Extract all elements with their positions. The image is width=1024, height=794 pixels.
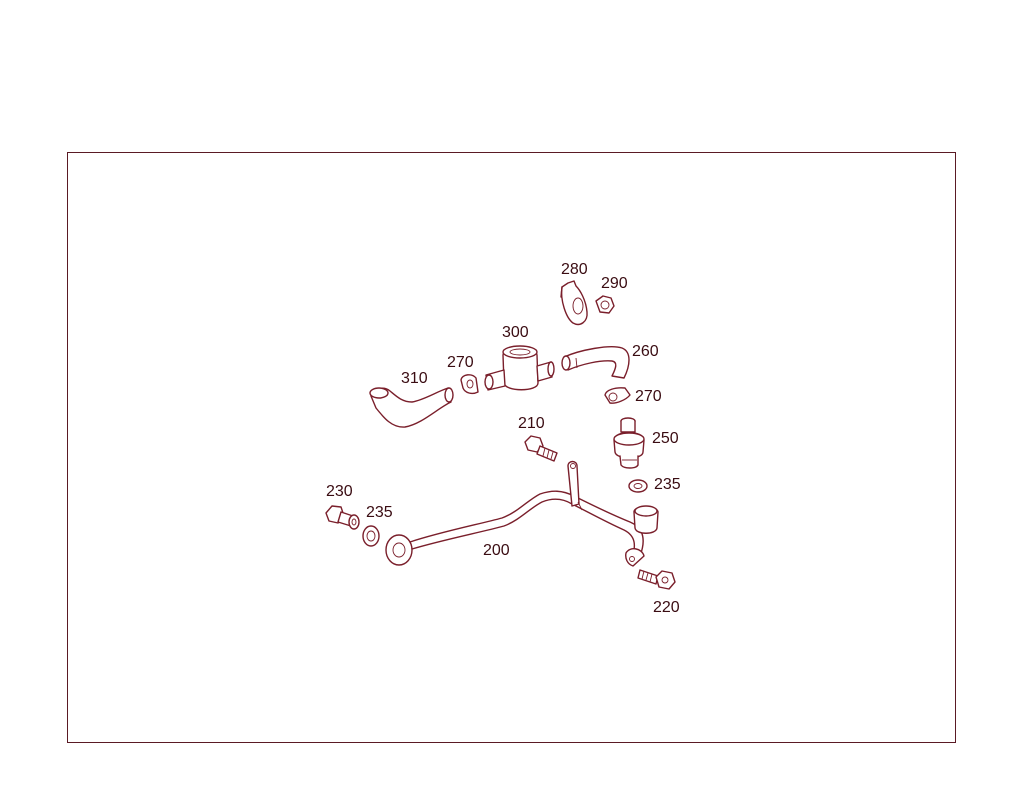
part-280-clamp[interactable] [560, 280, 588, 326]
part-220-bolt[interactable] [637, 569, 676, 590]
callout-235-right: 235 [654, 476, 681, 493]
part-290-nut[interactable] [595, 295, 615, 314]
callout-230: 230 [326, 483, 353, 500]
part-235-washer-left[interactable] [362, 525, 380, 547]
callout-235-left: 235 [366, 504, 393, 521]
part-310-hose[interactable] [369, 387, 454, 428]
callout-290: 290 [601, 275, 628, 292]
callout-200: 200 [483, 542, 510, 559]
part-250-valve[interactable] [613, 417, 645, 469]
part-300-valve[interactable] [484, 345, 555, 391]
callout-310: 310 [401, 370, 428, 387]
part-235-washer-right[interactable] [628, 479, 648, 493]
diagram-frame [67, 152, 956, 743]
callout-260: 260 [632, 343, 659, 360]
part-260-hose[interactable] [561, 346, 630, 379]
part-270-clamp-upper[interactable] [604, 387, 631, 404]
part-200-pipe[interactable] [385, 460, 659, 567]
part-230-bolt[interactable] [325, 505, 360, 530]
callout-220: 220 [653, 599, 680, 616]
callout-270-right: 270 [635, 388, 662, 405]
callout-270-left: 270 [447, 354, 474, 371]
callout-210: 210 [518, 415, 545, 432]
part-270-clamp-left[interactable] [460, 374, 479, 395]
part-210-bolt[interactable] [524, 435, 558, 462]
callout-250: 250 [652, 430, 679, 447]
callout-300: 300 [502, 324, 529, 341]
callout-280: 280 [561, 261, 588, 278]
